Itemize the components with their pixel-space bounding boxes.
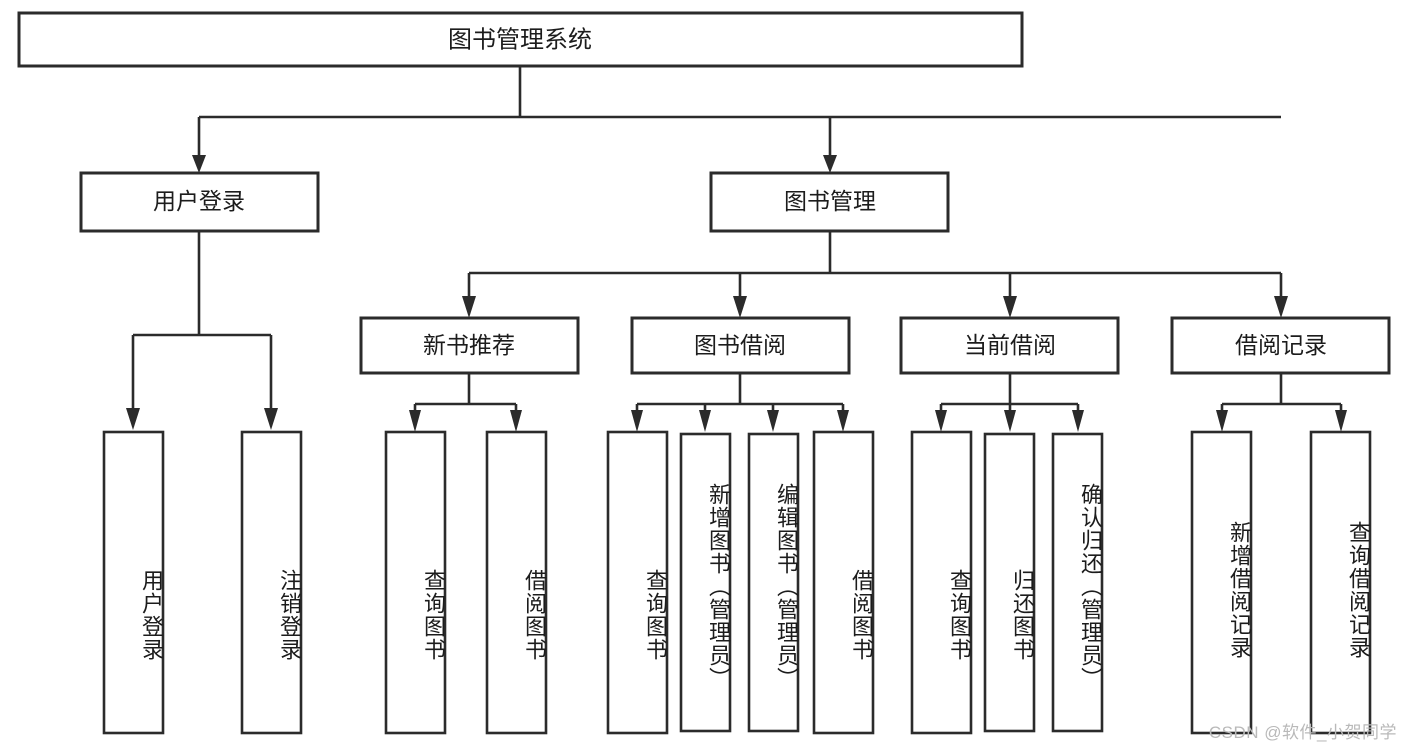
arrowhead-icon (1004, 410, 1016, 432)
arrowhead-icon (1072, 410, 1084, 432)
leaf-box-add-borrow-record[interactable] (1190, 430, 1253, 735)
node-label-borrow-record: 借阅记录 (1235, 332, 1327, 358)
arrowhead-icon (192, 155, 206, 173)
arrowhead-icon (837, 410, 849, 432)
arrowhead-icon (733, 296, 747, 318)
node-book-borrow[interactable]: 图书借阅 (630, 316, 851, 375)
leaf-box-query-book-2[interactable] (606, 430, 669, 735)
node-root-system[interactable]: 图书管理系统 (17, 11, 1024, 68)
leaf-box-query-borrow-record[interactable] (1309, 430, 1372, 735)
leaf-box-query-book-3[interactable] (910, 430, 973, 735)
node-user-login[interactable]: 用户登录 (79, 171, 320, 233)
leaf-box-confirm-return-admin[interactable] (1051, 432, 1104, 733)
leaf-box-edit-book-admin[interactable] (747, 432, 800, 733)
arrowhead-icon (823, 155, 837, 173)
arrowhead-icon (126, 408, 140, 430)
node-new-book-recommend[interactable]: 新书推荐 (359, 316, 580, 375)
arrowhead-icon (264, 408, 278, 430)
edge-group-userlogin-to-leaves (126, 231, 278, 430)
node-label-book-borrow: 图书借阅 (694, 332, 786, 358)
leaf-box-borrow-book-2[interactable] (812, 430, 875, 735)
node-label-root: 图书管理系统 (448, 26, 592, 53)
node-current-borrow[interactable]: 当前借阅 (899, 316, 1120, 375)
node-book-management[interactable]: 图书管理 (709, 171, 950, 233)
edge-group-root-to-level2 (192, 66, 1281, 173)
node-label-user-login: 用户登录 (153, 188, 245, 214)
leaf-box-query-book-1[interactable] (384, 430, 447, 735)
edge-group-currentborrow-to-leaves (935, 373, 1084, 432)
arrowhead-icon (699, 410, 711, 432)
arrowhead-icon (935, 410, 947, 432)
leaf-box-return-book[interactable] (983, 432, 1036, 733)
edge-group-newbook-to-leaves (409, 373, 522, 432)
arrowhead-icon (409, 410, 421, 432)
node-borrow-record[interactable]: 借阅记录 (1170, 316, 1391, 375)
arrowhead-icon (1335, 410, 1347, 432)
arrowhead-icon (631, 410, 643, 432)
arrowhead-icon (1216, 410, 1228, 432)
edge-group-borrowrecord-to-leaves (1216, 373, 1347, 432)
leaf-box-borrow-book-1[interactable] (485, 430, 548, 735)
arrowhead-icon (510, 410, 522, 432)
arrowhead-icon (1274, 296, 1288, 318)
leaf-box-add-book-admin[interactable] (679, 432, 732, 733)
leaf-box-logout[interactable] (240, 430, 303, 735)
arrowhead-icon (767, 410, 779, 432)
arrowhead-icon (1003, 296, 1017, 318)
leaf-box-user-login[interactable] (102, 430, 165, 735)
edge-group-bookmgmt-to-level3 (462, 231, 1288, 318)
node-label-current-borrow: 当前借阅 (964, 332, 1056, 358)
arrowhead-icon (462, 296, 476, 318)
node-label-new-book-recommend: 新书推荐 (423, 332, 515, 358)
node-label-book-management: 图书管理 (784, 188, 876, 214)
csdn-watermark: CSDN @软件_小贺同学 (1208, 723, 1397, 742)
edge-group-bookborrow-to-leaves (631, 373, 849, 432)
